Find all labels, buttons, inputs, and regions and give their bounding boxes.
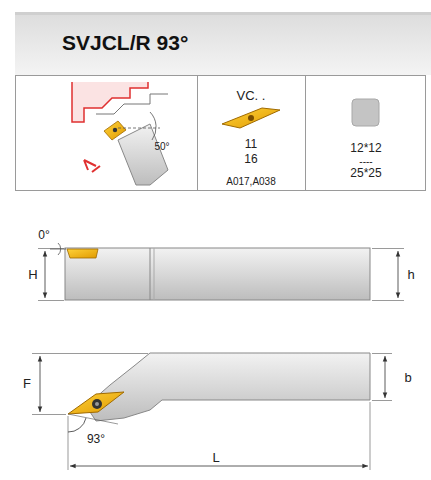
top-view (32, 353, 392, 470)
angle-label: 50° (154, 141, 169, 152)
dimension-label: F (23, 377, 31, 391)
machining-sketch (72, 82, 168, 185)
insert-size: 11 (245, 138, 257, 151)
dimension-label: h (407, 268, 414, 282)
shank-icon (352, 99, 379, 126)
insert-code: VC. . (237, 89, 266, 103)
shank-size: 12*12 (350, 142, 381, 155)
shank-size: 25*25 (350, 167, 381, 180)
insert-size: 16 (244, 153, 257, 166)
dimension-label: L (209, 451, 222, 465)
dimension-label: H (28, 268, 37, 282)
grade-list: A017,A038 (226, 176, 276, 187)
header-band (15, 12, 431, 75)
side-view (38, 243, 404, 301)
dimension-label: b (404, 371, 411, 385)
header-title: SVJCL/R 93° (62, 31, 188, 55)
insert-icon (222, 108, 280, 128)
separator: ---- (359, 156, 372, 167)
angle-label: 93° (87, 433, 105, 446)
rake-angle: 0° (38, 229, 49, 242)
info-table (16, 75, 426, 191)
